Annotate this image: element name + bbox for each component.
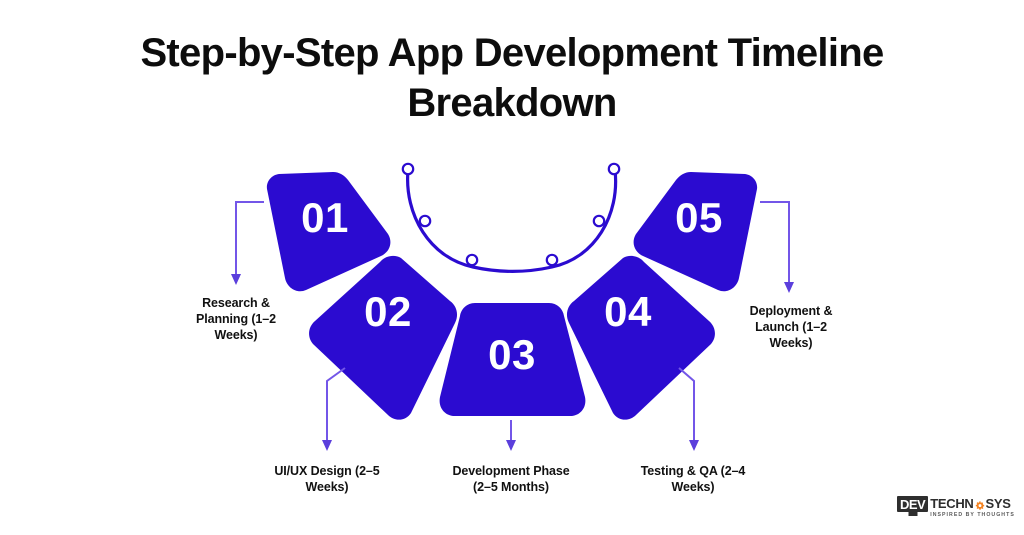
step-segment-05-shape <box>633 172 758 292</box>
step-caption-01: Research & Planning (1–2 Weeks) <box>160 295 312 343</box>
gear-icon <box>975 499 985 510</box>
step-caption-02-line-1: UI/UX Design (2–5 <box>274 464 380 478</box>
connector-02-line <box>326 367 346 443</box>
step-caption-03-line-2: (2–5 Months) <box>473 480 549 494</box>
connector-05-arrowhead <box>784 282 794 293</box>
step-segment-02-shape <box>309 255 458 420</box>
step-caption-01-line-2: Planning (1–2 <box>196 312 276 326</box>
page-title-line-1: Step-by-Step App Development Timeline <box>140 31 884 75</box>
step-number-04: 04 <box>604 288 652 335</box>
step-segment-04[interactable]: 04 <box>566 255 715 420</box>
logo-monitor-icon: DEV <box>897 496 929 512</box>
arc-marker <box>545 253 559 267</box>
arc-curve <box>406 168 618 274</box>
arc-marker <box>465 253 479 267</box>
step-segment-04-shape <box>566 255 715 420</box>
connector-05 <box>760 201 794 293</box>
step-segment-03-shape <box>439 303 586 416</box>
step-caption-05-line-2: Launch (1–2 <box>755 320 827 334</box>
step-caption-04-line-1: Testing & QA (2–4 <box>640 464 746 478</box>
step-segment-02[interactable]: 02 <box>309 255 458 420</box>
connector-01-line <box>235 201 264 277</box>
arc-marker <box>401 162 415 176</box>
brand-logo[interactable]: DEV TECHN SYS INSPIRED BY THOUGHTS <box>897 496 1015 520</box>
step-caption-01-line-1: Research & <box>202 296 270 310</box>
connector-02 <box>322 367 346 451</box>
page-title-line-2: Breakdown <box>407 81 617 125</box>
logo-sys-text: SYS <box>985 496 1011 511</box>
connector-04 <box>678 367 699 451</box>
step-caption-01-line-3: Weeks) <box>214 328 258 342</box>
arc-marker <box>592 214 606 228</box>
connector-05-line <box>760 201 790 285</box>
connector-04-arrowhead <box>689 440 699 451</box>
connector-01-arrowhead <box>231 274 241 285</box>
connector-01 <box>231 201 264 285</box>
logo-dev-text: DEV <box>900 496 926 512</box>
step-caption-02: UI/UX Design (2–5 Weeks) <box>248 463 406 495</box>
step-caption-04-line-2: Weeks) <box>671 480 715 494</box>
step-caption-05-line-3: Weeks) <box>769 336 813 350</box>
logo-wordmark: TECHN SYS INSPIRED BY THOUGHTS <box>930 496 1015 520</box>
step-caption-03-line-1: Development Phase <box>452 464 570 478</box>
arc-marker <box>418 214 432 228</box>
page-title: Step-by-Step App Development Timeline Br… <box>0 28 1024 128</box>
step-caption-02-line-2: Weeks) <box>305 480 349 494</box>
logo-main-row: TECHN SYS <box>930 496 1015 511</box>
arc-marker <box>607 162 621 176</box>
step-caption-05-line-1: Deployment & <box>749 304 833 318</box>
step-segment-01-shape <box>266 172 391 292</box>
step-number-01: 01 <box>301 194 349 241</box>
connector-03-arrowhead <box>506 440 516 451</box>
step-caption-04: Testing & QA (2–4 Weeks) <box>612 463 774 495</box>
step-number-03: 03 <box>488 331 536 378</box>
step-segment-05[interactable]: 05 <box>633 172 758 292</box>
decorative-arc <box>401 162 621 274</box>
step-caption-05: Deployment & Launch (1–2 Weeks) <box>712 303 870 351</box>
connector-02-arrowhead <box>322 440 332 451</box>
step-number-05: 05 <box>675 194 723 241</box>
step-caption-03: Development Phase (2–5 Months) <box>428 463 594 495</box>
connector-03 <box>506 420 516 451</box>
step-segment-03[interactable]: 03 <box>439 303 586 416</box>
connector-04-line <box>678 367 695 443</box>
logo-techn-text: TECHN <box>930 496 974 511</box>
logo-tagline: INSPIRED BY THOUGHTS <box>930 512 1015 518</box>
step-number-02: 02 <box>364 288 412 335</box>
step-segment-01[interactable]: 01 <box>266 172 391 292</box>
